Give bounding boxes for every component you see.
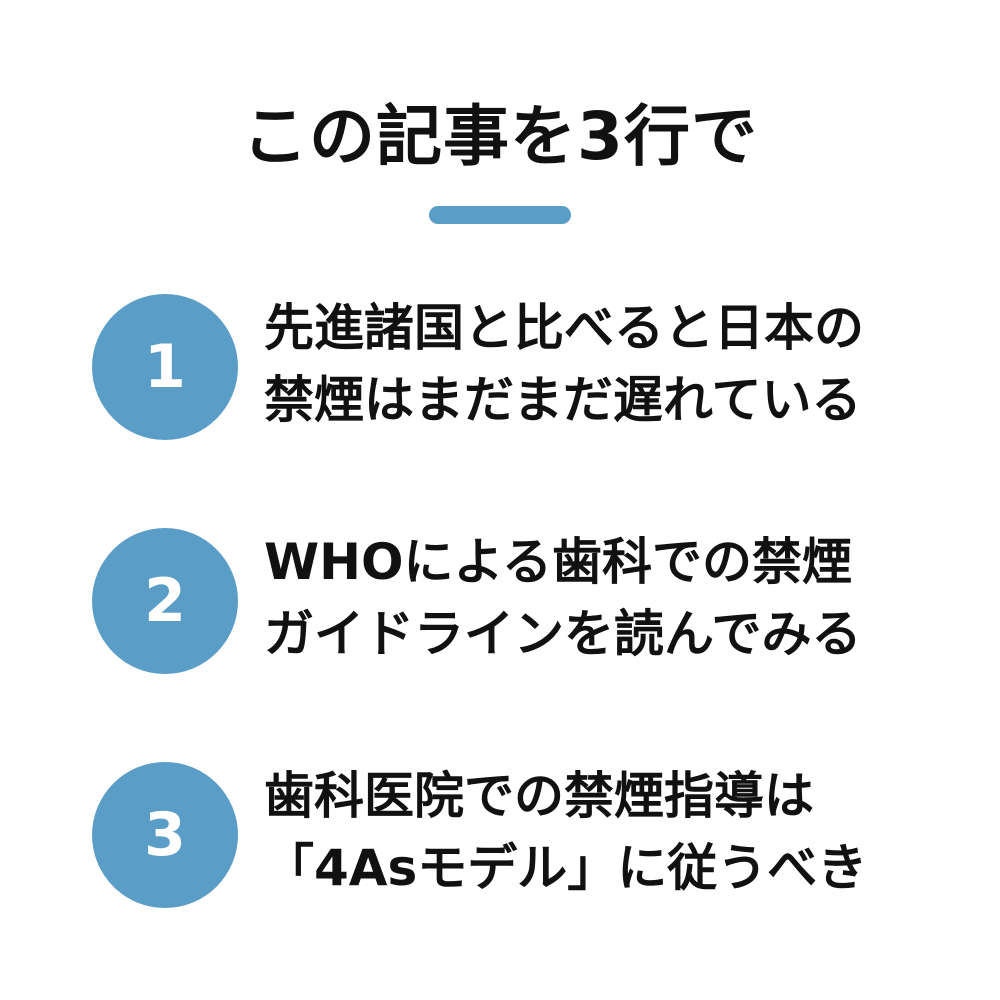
summary-text-3: 歯科医院での禁煙指導は 「4Asモデル」に従うべき — [264, 760, 954, 904]
summary-text-1: 先進諸国と比べると日本の 禁煙はまだまだ遅れている — [264, 292, 954, 436]
summary-text-2-line-2: ガイドラインを読んでみる — [264, 605, 862, 663]
number-badge-2: 2 — [92, 528, 238, 674]
number-badge-3: 3 — [92, 762, 238, 908]
number-badge-1: 1 — [92, 294, 238, 440]
summary-text-2-line-1: WHOによる歯科での禁煙 — [264, 533, 853, 591]
title-underline — [429, 206, 571, 224]
summary-text-3-line-1: 歯科医院での禁煙指導は — [264, 767, 814, 825]
summary-item-3: 3 歯科医院での禁煙指導は 「4Asモデル」に従うべき — [92, 760, 952, 910]
summary-item-1: 1 先進諸国と比べると日本の 禁煙はまだまだ遅れている — [92, 292, 952, 442]
summary-item-2: 2 WHOによる歯科での禁煙 ガイドラインを読んでみる — [92, 526, 952, 676]
summary-text-1-line-1: 先進諸国と比べると日本の — [264, 299, 864, 357]
summary-text-1-line-2: 禁煙はまだまだ遅れている — [264, 371, 862, 429]
page-title: この記事を3行で — [242, 98, 758, 175]
summary-text-2: WHOによる歯科での禁煙 ガイドラインを読んでみる — [264, 526, 954, 670]
summary-text-3-line-2: 「4Asモデル」に従うべき — [264, 839, 868, 897]
